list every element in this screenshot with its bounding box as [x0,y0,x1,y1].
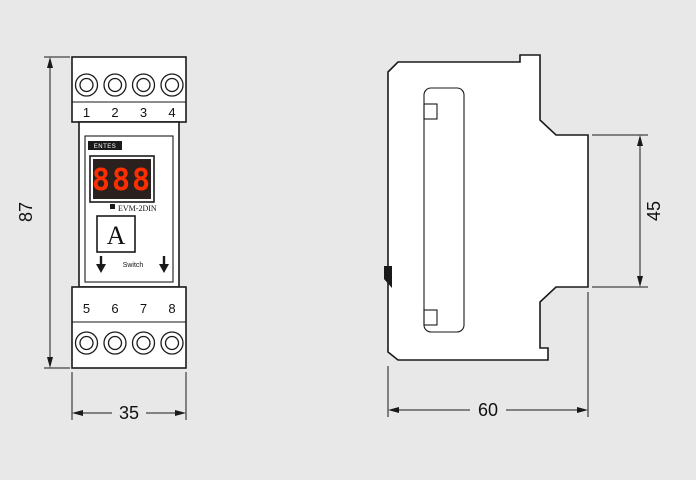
arrowhead-icon [175,410,186,416]
dimension-35: 35 [71,372,187,423]
din-rail-clip-icon [384,266,392,288]
mode-letter: A [107,221,126,250]
terminal-number: 4 [168,105,175,120]
model-label-bullet-icon [110,204,115,209]
front-bottom-terminal-block [71,286,187,369]
terminal-number: 2 [111,105,118,120]
arrowhead-icon [637,276,643,287]
arrowhead-icon [637,135,643,146]
front-view: 1 2 3 4 ENTES 888 EVM-2DIN A Switch [71,56,187,369]
side-view [384,54,589,361]
model-label: EVM-2DIN [118,204,157,213]
screw-head-icon [136,77,151,93]
terminal-number: 3 [140,105,147,120]
mode-letter-box [96,215,136,253]
front-top-screws [74,73,184,97]
dimension-value-depth: 60 [478,400,498,420]
switch-row: Switch [96,256,169,273]
front-bottom-screws [74,331,184,355]
screw-head-icon [164,335,180,351]
front-face-panel [84,135,174,283]
side-bottom-slot [423,309,438,326]
seven-segment-display: 888 [92,163,152,198]
screw-head-icon [107,77,123,93]
dimension-value-height: 87 [16,202,36,222]
arrowhead-icon [47,357,53,368]
arrowhead-icon [577,407,588,413]
screw-head-icon [107,335,123,351]
dimension-60: 60 [387,292,589,420]
side-top-slot [423,103,438,120]
screw-head-icon [164,77,180,93]
screw-head-icon [79,77,94,93]
front-top-terminal-numbers: 1 2 3 4 [83,105,176,120]
terminal-number: 6 [111,301,118,316]
front-bottom-terminal-numbers: 5 6 7 8 [83,301,176,316]
down-arrow-icon [159,264,169,273]
dimension-45: 45 [592,134,664,288]
arrowhead-icon [72,410,83,416]
screw-head-icon [79,335,94,351]
brand-logo-label: ENTES [94,144,117,150]
side-inner-housing-line [423,87,465,333]
terminal-number: 8 [168,301,175,316]
brand-logo [88,141,122,150]
down-arrow-icon [96,264,106,273]
terminal-number: 7 [140,301,147,316]
side-profile [387,54,589,361]
switch-label: Switch [123,262,144,269]
dimension-87: 87 [16,56,70,369]
screw-head-icon [136,335,151,351]
dimension-value-width: 35 [119,403,139,423]
terminal-number: 1 [83,105,90,120]
terminal-number: 5 [83,301,90,316]
display-window [93,159,151,199]
arrowhead-icon [388,407,399,413]
dimension-value-front-height: 45 [644,201,664,221]
arrowhead-icon [47,57,53,68]
